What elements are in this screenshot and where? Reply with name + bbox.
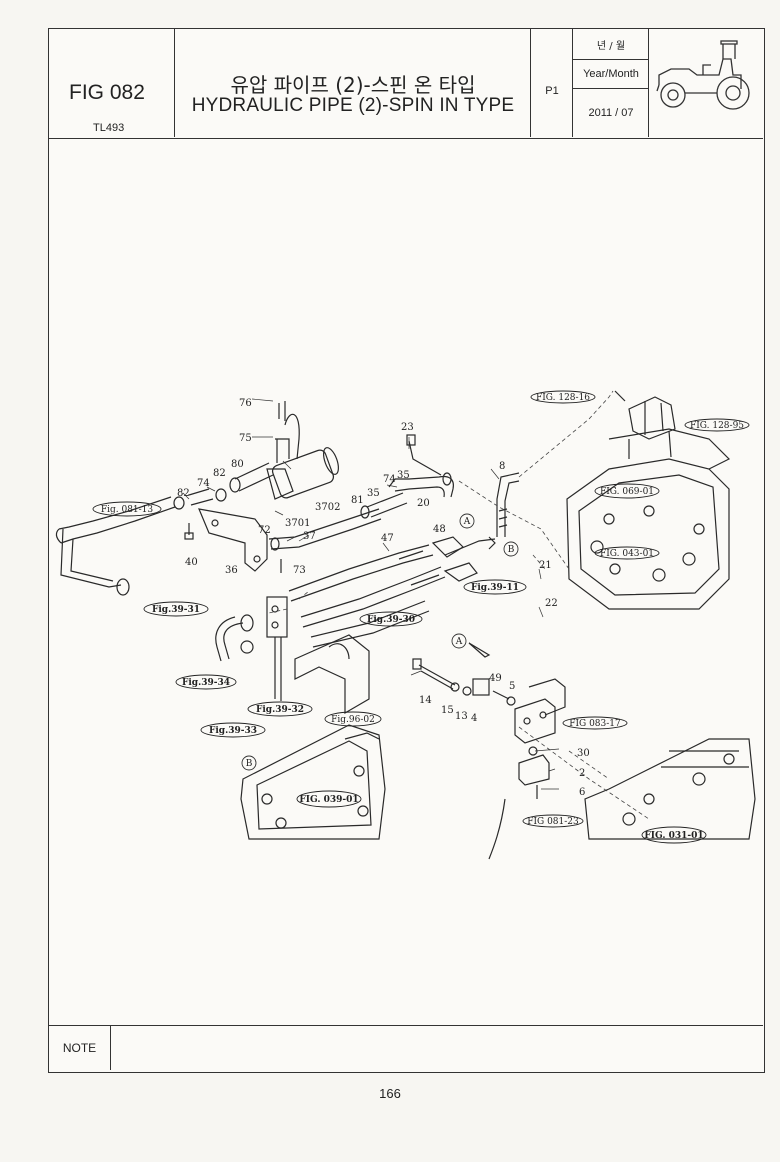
part-47: 47 — [381, 533, 394, 544]
part-48: 48 — [433, 524, 446, 535]
part-82a: 82 — [213, 468, 226, 479]
part-3702: 3702 — [315, 502, 340, 513]
logo-cell — [649, 29, 763, 137]
note-label: NOTE — [49, 1026, 111, 1070]
part-49: 49 — [489, 673, 502, 684]
callout-fig-39-32: Fig.39-32 — [256, 705, 304, 715]
part-81: 81 — [351, 495, 364, 506]
part-73: 73 — [293, 565, 306, 576]
callout-fig-39-31: Fig.39-31 — [152, 605, 200, 615]
part-6: 6 — [579, 787, 585, 798]
part-37: 37 — [303, 531, 316, 542]
exploded-view-svg: 76 75 80 82 74 82 3702 3701 72 37 73 40 … — [55, 390, 756, 860]
exploded-view-drawing: 76 75 80 82 74 82 3702 3701 72 37 73 40 … — [49, 139, 763, 1019]
part-30: 30 — [577, 748, 590, 759]
part-2: 2 — [579, 768, 585, 779]
part-5: 5 — [509, 681, 515, 692]
part-36: 36 — [225, 565, 238, 576]
part-74b: 74 — [383, 474, 396, 485]
part-20: 20 — [417, 498, 430, 509]
page-label: P1 — [545, 85, 559, 97]
callout-fig-128-16: FIG. 128-16 — [536, 393, 590, 403]
part-80: 80 — [231, 459, 244, 470]
callout-fig-039-01: FIG. 039-01 — [299, 795, 358, 805]
hose-47-upper — [288, 544, 434, 602]
bracket-36 — [198, 508, 268, 572]
date-label-english: Year/Month — [573, 60, 649, 89]
part-40: 40 — [185, 557, 198, 568]
note-row: NOTE — [49, 1025, 763, 1071]
filter-canister — [271, 449, 335, 499]
bracket-96-02 — [294, 634, 370, 715]
figure-number-cell: FIG 082 TL493 — [49, 29, 175, 137]
callout-fig-031-01: FIG. 031-01 — [644, 831, 703, 841]
part-3701: 3701 — [285, 518, 310, 529]
callout-fig-39-30: Fig.39-30 — [367, 615, 415, 625]
part-22: 22 — [545, 598, 558, 609]
part-13: 13 — [455, 711, 468, 722]
figure-number: FIG 082 — [69, 81, 145, 104]
engine-block — [566, 458, 730, 610]
date-value: 2011 / 07 — [588, 107, 634, 119]
callout-fig-39-33: Fig.39-33 — [209, 726, 257, 736]
part-23: 23 — [401, 422, 414, 433]
parts-sheet: FIG 082 TL493 유압 파이프 (2)-스핀 온 타입 HYDRAUL… — [48, 28, 765, 1073]
callout-fig-128-95: FIG. 128-95 — [690, 421, 744, 431]
callout-fig-069-01: FIG. 069-01 — [600, 487, 654, 497]
tractor-icon — [656, 40, 750, 110]
date-label-korean: 년 / 월 — [573, 35, 649, 60]
part-76: 76 — [239, 398, 252, 409]
part-72: 72 — [258, 525, 271, 536]
callout-fig-39-11: Fig.39-11 — [471, 583, 519, 593]
marker-a-lower: A — [455, 637, 463, 647]
part-14: 14 — [419, 695, 432, 706]
sheet-header: FIG 082 TL493 유압 파이프 (2)-스핀 온 타입 HYDRAUL… — [49, 29, 763, 139]
part-35a: 35 — [367, 488, 380, 499]
solenoid-valve — [514, 698, 556, 744]
marker-b-lower: B — [246, 759, 253, 769]
part-75: 75 — [239, 433, 252, 444]
callout-fig-083-17: FIG 083-17 — [569, 719, 621, 729]
callout-fig-081-23: FIG 081-23 — [527, 817, 579, 827]
marker-b-upper: B — [508, 545, 515, 555]
suction-pipe — [58, 496, 176, 544]
part-8: 8 — [499, 461, 505, 472]
callout-fig-39-34: Fig.39-34 — [182, 678, 230, 688]
callout-fig-043-01: FIG. 043-01 — [600, 549, 654, 559]
marker-a-upper: A — [463, 517, 471, 527]
callout-fig-96-02: Fig.96-02 — [331, 715, 375, 725]
part-15: 15 — [441, 705, 454, 716]
callout-fig-081-13: Fig. 081-13 — [101, 505, 154, 515]
transmission-housing — [240, 724, 386, 840]
manifold-block — [266, 596, 288, 638]
title-cell: 유압 파이프 (2)-스핀 온 타입 HYDRAULIC PIPE (2)-SP… — [175, 29, 531, 137]
valve-cap-4 — [472, 678, 490, 696]
title-korean: 유압 파이프 (2)-스핀 온 타입 — [230, 73, 476, 97]
part-35b: 35 — [397, 470, 410, 481]
page-cell: P1 — [531, 29, 573, 137]
part-82b: 82 — [177, 488, 190, 499]
date-cell: 년 / 월 Year/Month 2011 / 07 — [573, 29, 649, 137]
hose-47-lower — [300, 566, 446, 628]
title-english: HYDRAULIC PIPE (2)-SPIN IN TYPE — [191, 95, 515, 116]
part-21: 21 — [539, 560, 552, 571]
page-number: 166 — [379, 1086, 401, 1101]
part-74a: 74 — [197, 478, 210, 489]
part-4: 4 — [471, 713, 477, 724]
model-code: TL493 — [93, 122, 125, 134]
